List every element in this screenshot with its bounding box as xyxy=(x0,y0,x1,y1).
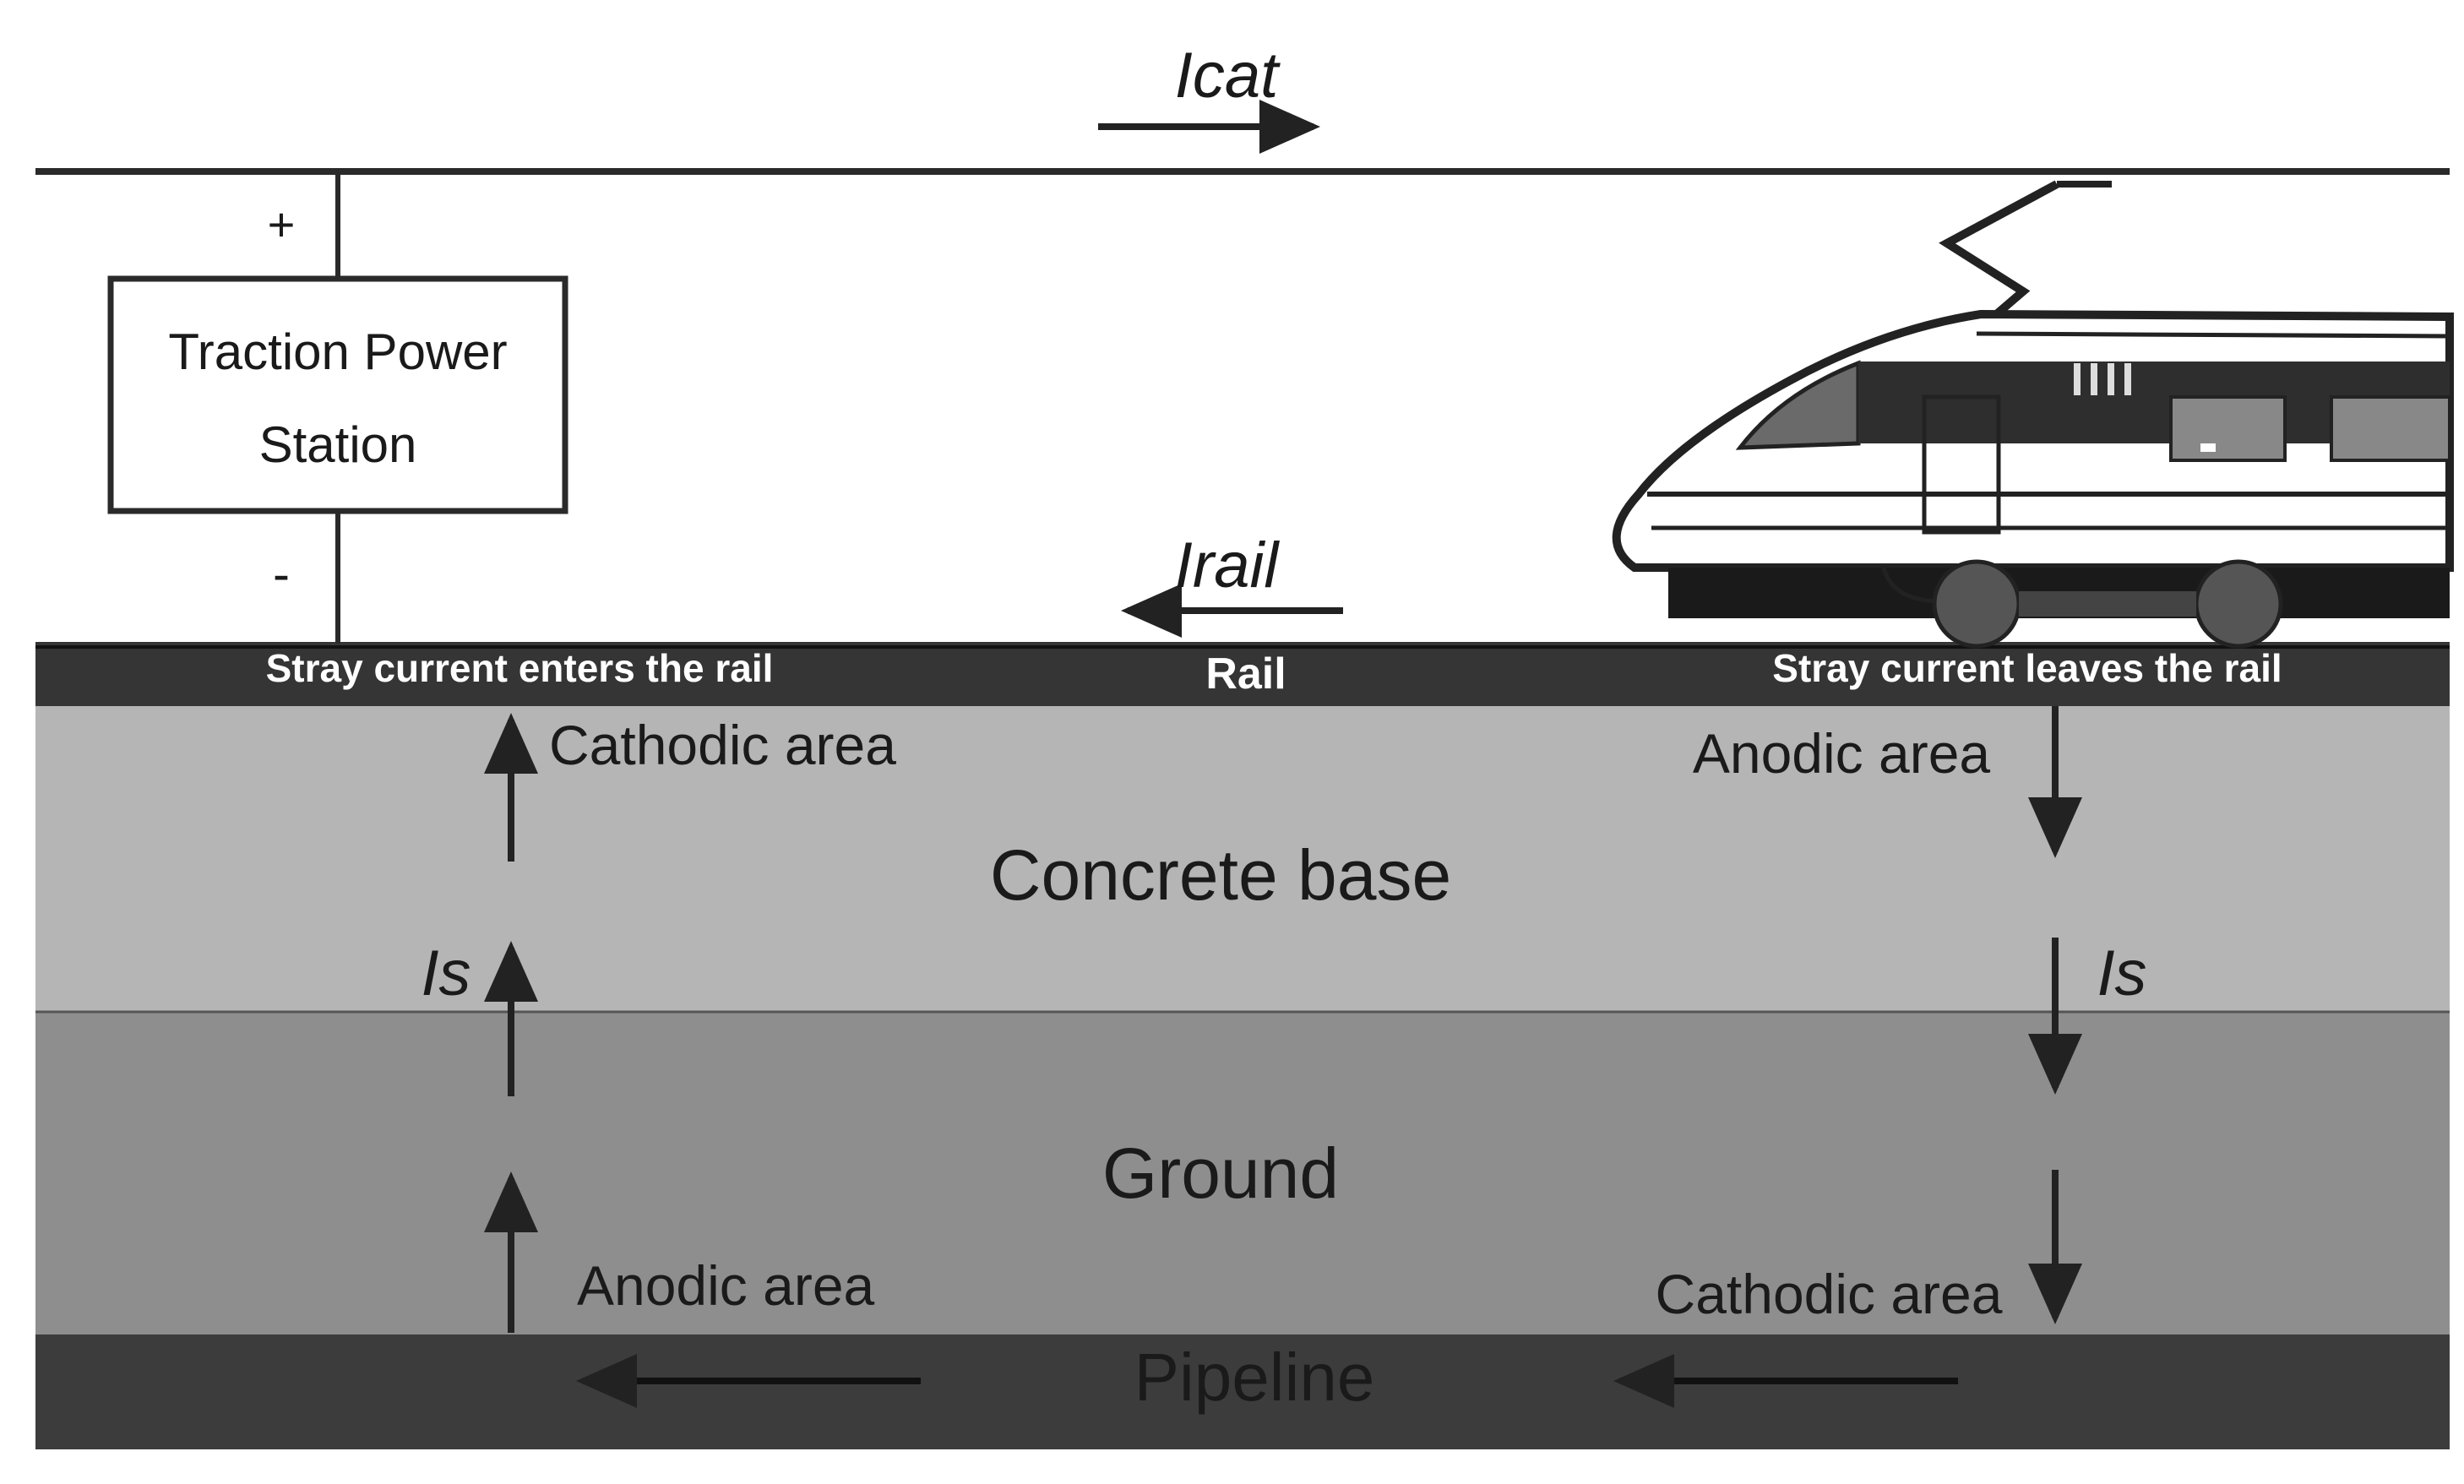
cathodic-area-top-label: Cathodic area xyxy=(549,714,896,776)
icat-label: Icat xyxy=(1175,40,1281,111)
concrete-layer xyxy=(35,706,2450,1012)
train-wheel xyxy=(2194,559,2283,649)
concrete-base-label: Concrete base xyxy=(990,835,1451,915)
pipeline-label: Pipeline xyxy=(1134,1340,1375,1415)
train-window xyxy=(2169,395,2287,462)
train-roof-stripe xyxy=(1976,331,2450,339)
rail-bar xyxy=(35,642,2450,706)
is-right-label: Is xyxy=(2097,938,2146,1009)
anodic-area-bottom-label: Anodic area xyxy=(577,1254,875,1317)
train-windshield xyxy=(1735,360,1861,450)
station-minus-sign: - xyxy=(273,546,290,602)
stray-leaves-label: Stray current leaves the rail xyxy=(1772,646,2282,690)
train xyxy=(1612,180,2454,649)
cathodic-area-bottom-label: Cathodic area xyxy=(1656,1263,2003,1325)
irail-label: Irail xyxy=(1175,530,1281,601)
train-window xyxy=(2330,395,2451,462)
train-wheel xyxy=(1932,559,2021,649)
stray-enters-label: Stray current enters the rail xyxy=(266,646,774,690)
station-title-line2: Station xyxy=(259,416,417,473)
pipeline-layer xyxy=(35,1335,2450,1449)
pantograph xyxy=(1939,180,2059,320)
train-door xyxy=(1922,394,2001,535)
rail-label: Rail xyxy=(1205,650,1286,699)
station-plus-sign: + xyxy=(268,198,296,251)
traction-power-station-box xyxy=(107,275,568,514)
is-left-label: Is xyxy=(421,938,470,1009)
anodic-area-top-label: Anodic area xyxy=(1693,722,1991,785)
ground-label: Ground xyxy=(1102,1133,1339,1213)
station-title-line1: Traction Power xyxy=(168,323,507,380)
